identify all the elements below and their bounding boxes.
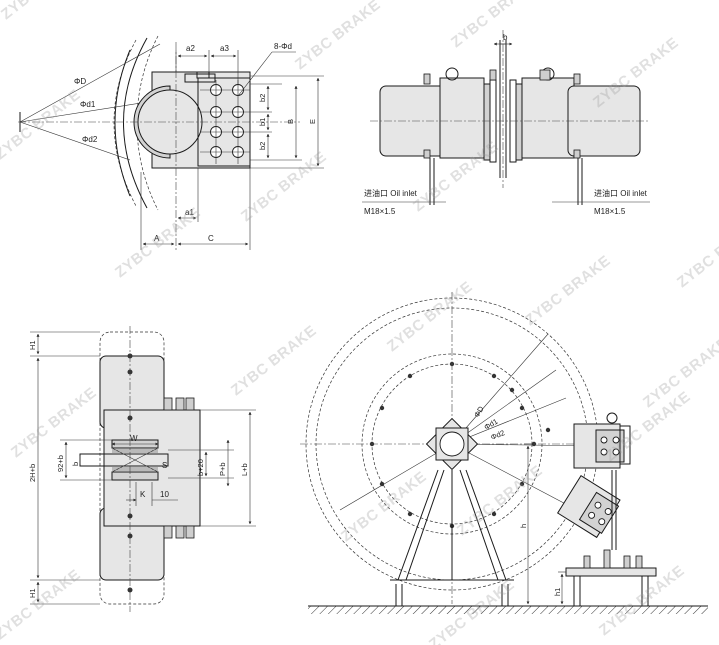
disc-arc-outer (113, 39, 137, 207)
shaft (439, 431, 465, 457)
mounting-plate (197, 77, 251, 167)
dim-P-b: P+b (218, 462, 227, 476)
dim-h: h (519, 524, 528, 528)
support-frame (390, 469, 514, 606)
watermark-text: ZYBC BRAKE (292, 0, 384, 73)
dim-b-20: b+20 (196, 459, 205, 476)
dim-holes: 8-Φd (274, 42, 292, 51)
bolt (423, 73, 431, 85)
dim-d2: Φd2 (82, 135, 98, 144)
bolt (185, 525, 195, 539)
disc-arc-d1 (114, 49, 131, 197)
watermark-text: ZYBC BRAKE (522, 252, 614, 329)
dim-b1: b1 (258, 118, 267, 126)
watermark-text: ZYBC BRAKE (112, 204, 204, 281)
installation-view: ΦD Φd1 Φd2 h h1 (300, 292, 708, 614)
watermark-text: ZYBC BRAKE (448, 0, 540, 51)
dim-disc-b: b (503, 33, 508, 42)
bolt (573, 149, 581, 159)
bolt (175, 397, 185, 411)
front-view: a2 a3 8-Φd ΦD Φd1 Φd2 b2 b1 b2 B E a1 A … (18, 35, 324, 250)
pedestal (565, 470, 657, 607)
bolt (539, 69, 551, 81)
ground-hatch (308, 606, 708, 614)
caliper-upper (573, 412, 631, 469)
bolt (573, 73, 581, 85)
dim-b2-bottom: b2 (258, 142, 267, 150)
dim-B: B (286, 119, 295, 124)
dim-a1: a1 (185, 208, 194, 217)
bolt (423, 149, 431, 159)
watermark-text: ZYBC BRAKE (238, 148, 330, 225)
dim-L-b: L+b (240, 463, 249, 476)
oil-inlet-label-left: 进油口 Oil inlet (364, 188, 418, 198)
dim-K: K (140, 490, 146, 499)
oil-inlet-label-right: 进油口 Oil inlet (594, 188, 648, 198)
bolt (163, 525, 173, 539)
watermark-text: ZYBC BRAKE (674, 214, 719, 291)
dim-A: A (154, 234, 160, 243)
dim-b2-top: b2 (258, 94, 267, 102)
dim-d2-install: Φd2 (489, 428, 506, 442)
watermark-text: ZYBC BRAKE (338, 468, 430, 545)
thread-label-left: M18×1.5 (364, 207, 396, 216)
watermark-text: ZYBC BRAKE (0, 0, 90, 23)
dim-E: E (308, 119, 317, 124)
bolt (163, 397, 173, 411)
dim-10: 10 (160, 490, 169, 499)
dim-S: S (162, 461, 167, 470)
leader-d2 (19, 121, 131, 161)
leader-D (19, 43, 161, 123)
dim-a3: a3 (220, 44, 229, 53)
dim-d1: Φd1 (80, 100, 96, 109)
caliper-mount (578, 491, 620, 535)
pad-lower (111, 471, 159, 481)
watermark-text: ZYBC BRAKE (0, 86, 84, 163)
dim-a2: a2 (186, 44, 195, 53)
bolt (489, 69, 497, 81)
disc-arc-left (123, 37, 148, 209)
dim-W: W (130, 434, 138, 443)
lifting-eye-left (445, 67, 459, 81)
bolt (175, 525, 185, 539)
caliper-mount (595, 429, 625, 463)
left-cylinder-body (439, 77, 485, 159)
section-view: H1 2H+b H1 b 92+b W S K 10 b+20 P+b L+b (28, 326, 256, 612)
dim-2H-b: 2H+b (28, 464, 37, 482)
dim-b: b (71, 462, 80, 466)
right-cylinder-body (521, 77, 575, 159)
holes-leader (237, 51, 273, 97)
dim-D-install: ΦD (472, 404, 486, 419)
dim-H1-top: H1 (28, 340, 37, 350)
dim-92-b: 92+b (56, 455, 65, 472)
dim-h1: h1 (553, 588, 562, 596)
bolt (185, 397, 195, 411)
side-view: 进油口 Oil inlet M18×1.5 进油口 Oil inlet M18×… (362, 30, 650, 216)
dim-C: C (208, 234, 214, 243)
dim-H1-bottom: H1 (28, 588, 37, 598)
right-pad (515, 83, 523, 161)
watermark-text: ZYBC BRAKE (384, 278, 476, 355)
watermark-text: ZYBC BRAKE (8, 384, 100, 461)
watermark-text: ZYBC BRAKE (0, 566, 84, 643)
dim-D: ΦD (74, 77, 86, 86)
watermark-text: ZYBC BRAKE (228, 322, 320, 399)
leader-d1 (19, 99, 161, 123)
thread-label-right: M18×1.5 (594, 207, 626, 216)
caliper-lower (556, 474, 621, 539)
